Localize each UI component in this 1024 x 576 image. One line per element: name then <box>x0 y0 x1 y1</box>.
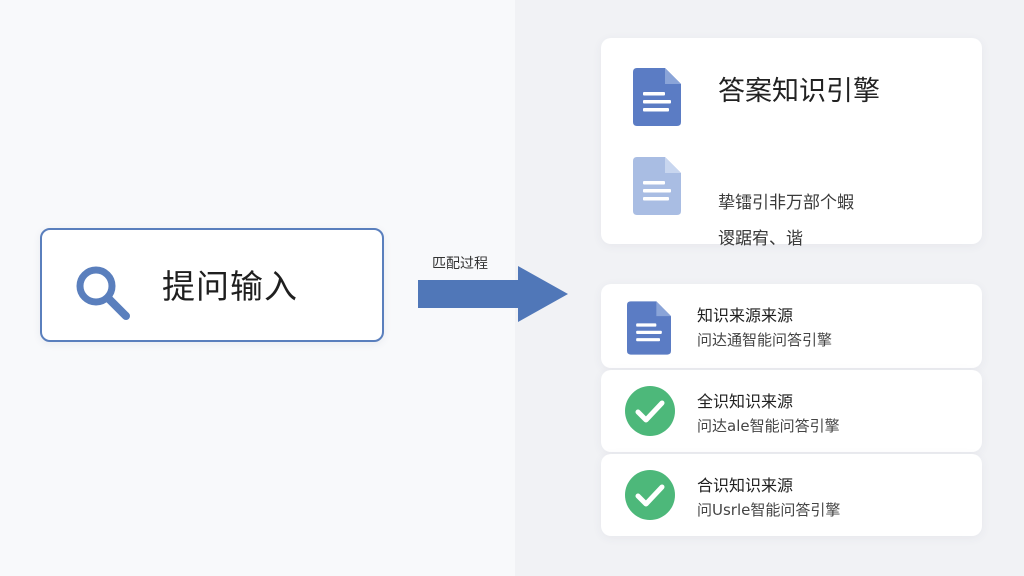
arrow-label: 匹配过程 <box>432 256 488 272</box>
query-input-box[interactable]: 提问输入 <box>40 228 384 342</box>
source-title: 全识知识来源 <box>697 392 794 411</box>
check-circle-icon <box>625 386 675 436</box>
card-line: 挚镭引非万部个蝦 <box>718 193 854 213</box>
source-subtitle: 问达通智能问答引擎 <box>697 331 833 349</box>
check-circle-icon <box>625 470 675 520</box>
document-icon <box>633 68 681 126</box>
source-card[interactable]: 全识知识来源 问达ale智能问答引擎 <box>601 370 982 452</box>
document-icon <box>633 157 681 215</box>
flow-arrow <box>418 266 568 322</box>
answer-engine-card: 答案知识引擎 挚镭引非万部个蝦 谡踞宥、谐 <box>601 38 982 249</box>
search-icon <box>76 266 130 320</box>
source-card[interactable]: 合识知识来源 问Usrle智能问答引擎 <box>601 454 982 536</box>
card-line: 谡踞宥、谐 <box>718 229 803 249</box>
card-title: 答案知识引擎 <box>718 76 880 107</box>
source-subtitle: 问Usrle智能问答引擎 <box>697 501 841 519</box>
document-icon <box>627 301 671 355</box>
source-card[interactable]: 知识来源来源 问达通智能问答引擎 <box>601 284 982 368</box>
source-subtitle: 问达ale智能问答引擎 <box>697 417 840 435</box>
source-title: 知识来源来源 <box>697 306 794 325</box>
query-label: 提问输入 <box>162 267 298 306</box>
source-title: 合识知识来源 <box>697 476 794 495</box>
